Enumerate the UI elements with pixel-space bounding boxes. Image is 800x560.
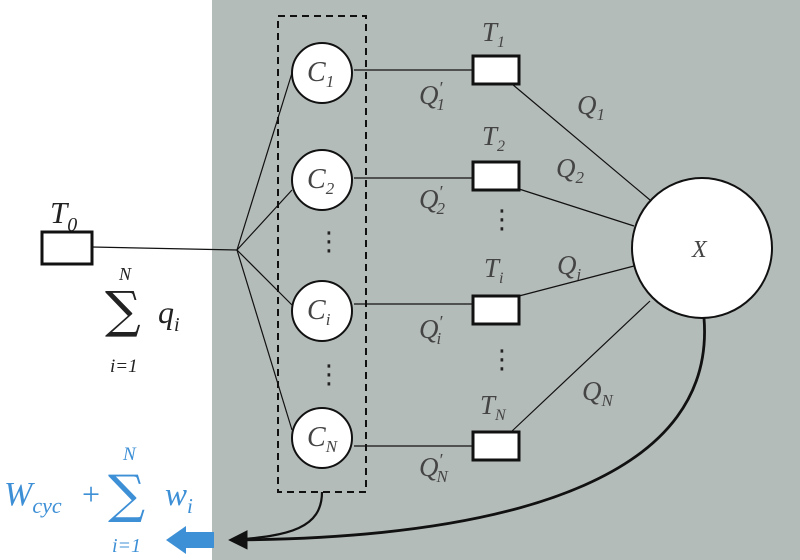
reservoir-ti: Ti [471,253,521,326]
svg-text:T1: T1 [482,17,505,51]
reservoir-ellipsis-upper: ⋮ [489,205,515,235]
source-heat-sum: N ∑ i=1 qi [105,264,180,377]
svg-text:Wcyc: Wcyc [4,476,62,518]
reservoir-t1: T1 [471,17,521,86]
work-output-arrow [166,526,214,554]
engine-cn: CN [291,407,353,469]
svg-text:∑: ∑ [108,465,145,525]
heat-q2-prime: Q′2 [419,182,445,218]
work-arrow-system [228,317,706,550]
heat-qi: Qi [557,250,582,284]
svg-text:CN: CN [307,422,339,456]
heat-q2: Q2 [556,153,585,187]
svg-text:i=1: i=1 [112,535,141,557]
engine-c2: C2 [291,149,353,211]
svg-text:i=1: i=1 [110,356,138,377]
heat-qi-prime: Q′i [419,312,444,348]
engine-ellipsis-lower: ⋮ [316,360,342,390]
reservoir-ellipsis-lower: ⋮ [489,345,515,375]
svg-text:wi: wi [165,477,193,518]
reservoir-tn: TN [471,390,521,462]
svg-text:N: N [122,444,137,465]
svg-text:Ci: Ci [307,295,331,329]
system-x: X [631,177,773,319]
svg-text:TN: TN [480,390,507,424]
svg-text:∑: ∑ [105,281,141,339]
svg-text:C2: C2 [307,164,335,198]
source-reservoir [40,230,94,266]
svg-text:C1: C1 [307,57,334,91]
connection-lines [91,69,651,447]
heat-q1: Q1 [577,90,605,124]
heat-qn: QN [582,376,615,410]
source-reservoir-label: T0 [50,195,77,236]
reservoir-t2: T2 [471,121,521,192]
engine-group-box [277,15,367,493]
svg-text:T2: T2 [482,121,505,155]
heat-q1-prime: Q′1 [419,78,445,114]
svg-text:+: + [82,476,100,512]
svg-text:Ti: Ti [484,253,503,287]
svg-text:X: X [691,237,708,263]
heat-qn-prime: Q′N [419,450,449,486]
engine-ci: Ci [291,280,353,342]
svg-text:N: N [118,264,132,284]
engine-ellipsis-upper: ⋮ [316,227,342,257]
svg-text:qi: qi [158,294,180,336]
engine-c1: C1 [291,42,353,104]
work-output-expression: Wcyc + N ∑ i=1 wi [4,444,193,557]
